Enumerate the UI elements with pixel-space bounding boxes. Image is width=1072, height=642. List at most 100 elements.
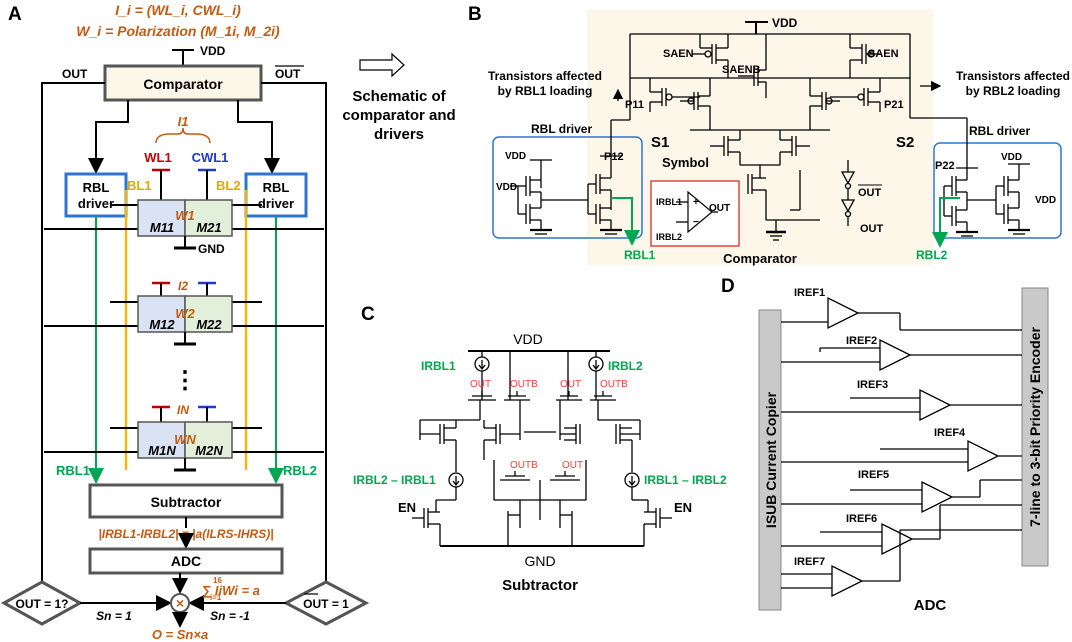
sum-lower-limit: i=1 [210, 593, 222, 602]
b-vdd-label: VDD [772, 16, 798, 30]
c-en-right: EN [674, 500, 692, 515]
s2-label: S2 [896, 134, 914, 151]
in-label: IN [177, 403, 189, 417]
adc-comparators [781, 296, 1022, 598]
cell-n-m2: M2N [195, 443, 223, 458]
iref4-label: IREF4 [934, 427, 966, 439]
affected-left-line2: by RBL1 loading [498, 84, 593, 98]
affected-left-line1: Transistors affected [488, 69, 602, 83]
svg-text:−: − [693, 217, 699, 228]
vdd-label: VDD [200, 44, 226, 58]
cell-n-m1: M1N [148, 443, 176, 458]
b-out-label: OUT [860, 223, 884, 235]
panel-b: B VDD SAEN SAENB [468, 4, 1070, 266]
cell-2-w: W2 [175, 306, 195, 321]
b-comparator-caption: Comparator [723, 251, 797, 266]
out-line-left [41, 82, 105, 582]
cell-1-w: W1 [175, 208, 195, 223]
c-current-sources [474, 351, 604, 400]
current-copier-label: ISUB Current Copier [763, 391, 779, 528]
arrow-to-driver-left [88, 100, 129, 174]
b-out-bar-label: OUT [858, 187, 882, 199]
driver-left-transistors [510, 78, 631, 235]
wl1-label: WL1 [144, 150, 171, 165]
cell-n: IN M1N WN M2N [44, 403, 324, 472]
schematic-arrow: Schematic of comparator and drivers [342, 52, 456, 143]
comparator-label: Comparator [143, 76, 223, 92]
arrow-to-driver-right [237, 100, 280, 174]
c-inner-switch [493, 460, 587, 530]
driver-left-vdd-2: VDD [496, 182, 517, 193]
c-diff-right: IRBL1 – IRBL2 [644, 473, 727, 487]
b-rbl-driver-right [933, 142, 1062, 239]
driver-right-transistors [909, 78, 1030, 237]
cell-1-m1: M11 [150, 220, 174, 235]
c-switch-row [419, 391, 641, 440]
iref1-label: IREF1 [794, 287, 825, 299]
p11-label: P11 [625, 99, 644, 111]
difference-equation: |IRBL1-IRBL2| = |a(ILRS-IHRS)| [98, 527, 273, 541]
bl1-label: BL1 [127, 178, 152, 193]
sa-en-left-label: SAEN [663, 48, 694, 60]
panel-d: D ISUB Current Copier 7-line to 3-bit Pr… [721, 276, 1049, 614]
current-copier-bar [758, 309, 782, 611]
panel-label-b: B [468, 4, 482, 25]
iref5-label: IREF5 [858, 469, 889, 481]
panel-label-a: A [8, 4, 22, 25]
out-line-right [261, 82, 327, 582]
driver-right-vdd-2: VDD [1035, 195, 1056, 206]
priority-encoder-label: 7-line to 3-bit Priority Encoder [1027, 326, 1043, 526]
output-inverters [840, 160, 856, 226]
c-gate-1: OUT [470, 379, 491, 390]
subtractor-label: Subtractor [151, 494, 222, 510]
c-caption: Subtractor [502, 577, 578, 594]
rbl1-output [611, 197, 640, 246]
cell-1: M11 W1 M21 GND [44, 168, 324, 256]
cell-n-w: WN [174, 432, 196, 447]
b-rbl-driver-left-label: RBL driver [531, 122, 592, 136]
sa-en-right-label: SAEN [868, 48, 899, 60]
decision-out-left [0, 580, 84, 626]
rbl-driver-right-line1: RBL [263, 180, 290, 195]
c-en-left: EN [398, 500, 416, 515]
affected-right-line2: by RBL2 loading [966, 84, 1061, 98]
symbol-label: Symbol [662, 155, 709, 170]
decision-out-right [282, 580, 370, 626]
upper-cross-pair [629, 34, 911, 130]
iref2-label: IREF2 [846, 335, 877, 347]
cell-2-m2: M22 [196, 317, 222, 332]
sa-enb-transistor [738, 34, 767, 98]
p22-label: P22 [935, 160, 955, 172]
c-enable-transistors [412, 499, 672, 546]
sn-right-label: Sn = -1 [210, 609, 250, 623]
comparator-background [587, 10, 933, 265]
gnd-label: GND [198, 242, 225, 256]
p12-label: P12 [604, 151, 624, 163]
i1-label: I1 [178, 114, 189, 129]
driver-right-vdd-1: VDD [1001, 152, 1022, 163]
rbl2-output [932, 197, 960, 248]
lower-cross-pair [690, 129, 830, 241]
b-rbl1-label: RBL1 [624, 248, 656, 262]
b-rbl2-label: RBL2 [916, 248, 948, 262]
multiplier-icon: × [176, 595, 184, 611]
input-equation: I_i = (WL_i, CWL_i) [115, 2, 241, 18]
c-gnd-label: GND [524, 553, 555, 569]
i2-label: I2 [178, 279, 188, 293]
arrow-caption-1: Schematic of [352, 88, 446, 105]
rbl-driver-right [244, 172, 308, 218]
adc-box [88, 547, 284, 575]
rbl2-label: RBL2 [283, 463, 317, 478]
c-vdd-label: VDD [513, 331, 543, 347]
s1-label: S1 [651, 134, 669, 151]
c-mirror [420, 420, 640, 460]
c-irbl2-label: IRBL2 [608, 359, 643, 373]
svg-text:+: + [693, 197, 699, 208]
sa-en-left-transistor [692, 34, 729, 78]
symbol-irbl1: IRBL1 [656, 197, 682, 207]
cell-2: I2 M12 W2 M22 [44, 279, 324, 346]
cell-2-m1: M12 [149, 317, 175, 332]
sn-left-label: Sn = 1 [96, 609, 132, 623]
b-rbl-driver-right-label: RBL driver [969, 124, 1030, 138]
arrow-caption-2: comparator and [342, 107, 455, 124]
